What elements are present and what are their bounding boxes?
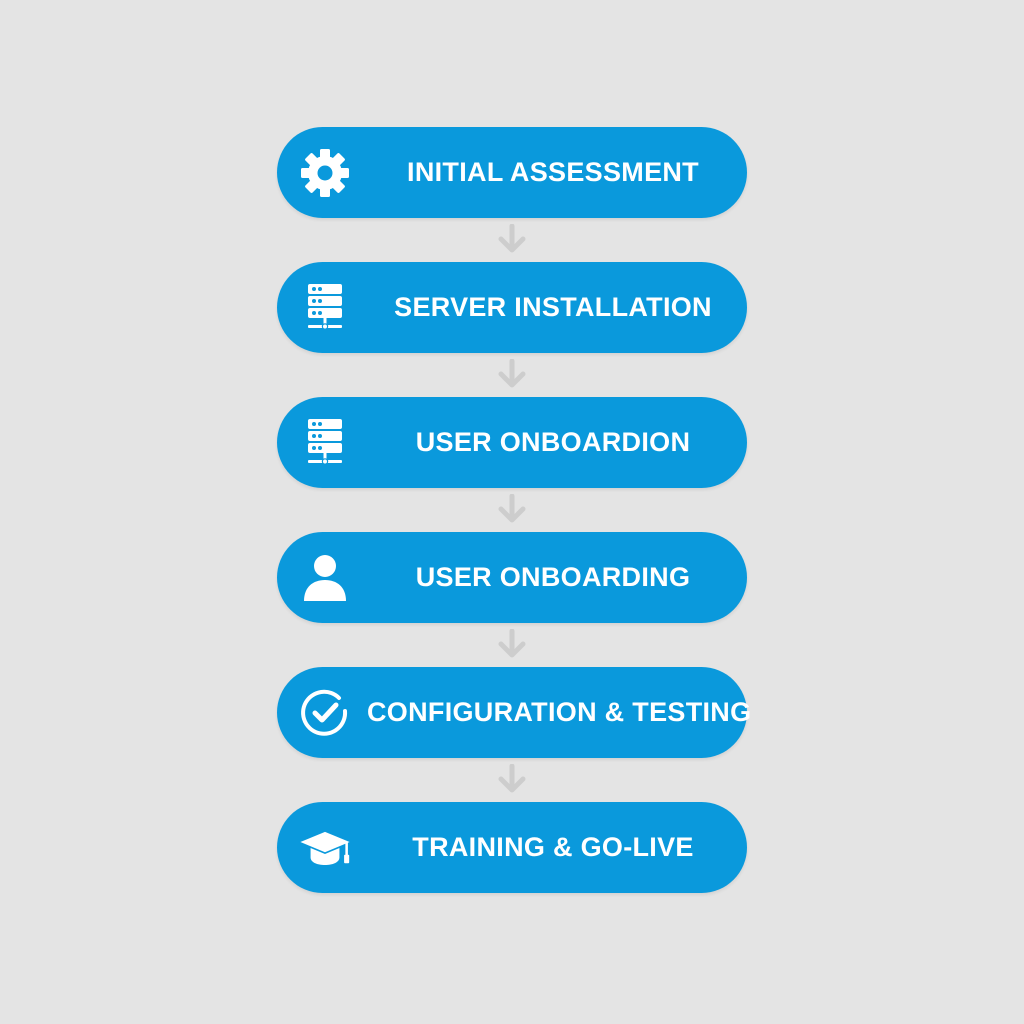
step-label: CONFIGURATION & TESTING	[367, 697, 752, 727]
arrow-down-icon	[498, 764, 526, 793]
server-icon	[297, 415, 353, 471]
arrow-down-icon	[498, 494, 526, 523]
process-flow: INITIAL ASSESSMENT	[277, 127, 752, 893]
step-initial-assessment: INITIAL ASSESSMENT	[277, 127, 747, 218]
arrow-down-icon	[498, 224, 526, 253]
gear-icon	[297, 145, 353, 201]
arrow-connector	[277, 353, 747, 397]
arrow-connector	[277, 623, 747, 667]
arrow-down-icon	[498, 359, 526, 388]
step-label: INITIAL ASSESSMENT	[407, 157, 699, 187]
step-label: USER ONBOARDION	[415, 427, 691, 457]
step-server-installation: SERVER INSTALLATION	[277, 262, 747, 353]
step-label: TRAINING & GO-LIVE	[412, 832, 694, 862]
step-user-onboarding: USER ONBOARDING	[277, 532, 747, 623]
arrow-connector	[277, 758, 747, 802]
arrow-down-icon	[498, 629, 526, 658]
step-configuration-testing: CONFIGURATION & TESTING	[277, 667, 752, 758]
arrow-connector	[277, 488, 747, 532]
step-label: SERVER INSTALLATION	[394, 292, 712, 322]
check-circle-icon	[297, 685, 353, 741]
step-user-onboardion: USER ONBOARDION	[277, 397, 747, 488]
step-label: USER ONBOARDING	[415, 562, 691, 592]
arrow-connector	[277, 218, 747, 262]
step-training-go-live: TRAINING & GO-LIVE	[277, 802, 747, 893]
server-icon	[297, 280, 353, 336]
graduation-cap-icon	[297, 820, 353, 876]
user-icon	[297, 550, 353, 606]
